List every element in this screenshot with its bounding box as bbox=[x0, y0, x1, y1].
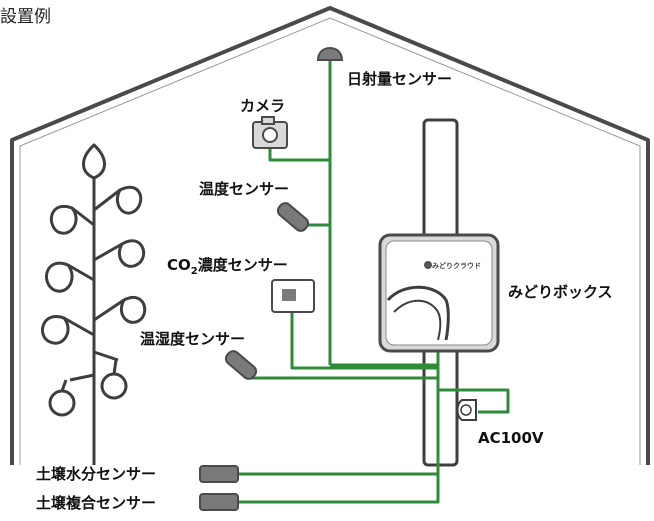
ac-plug-icon bbox=[456, 399, 477, 421]
camera-icon bbox=[252, 116, 288, 149]
box-brand-text: みどりクラウド bbox=[432, 262, 481, 270]
co2-suffix: 濃度センサー bbox=[197, 256, 288, 274]
page-title: 設置例 bbox=[0, 7, 51, 27]
soil-moisture-label: 土壌水分センサー bbox=[36, 465, 157, 483]
co2-subscript: 2 bbox=[190, 266, 198, 277]
greenhouse-inner-outline bbox=[19, 17, 641, 465]
plant-icon bbox=[41, 143, 147, 465]
humid-sensor-icon bbox=[224, 350, 258, 380]
soil-composite-sensor-icon bbox=[199, 493, 239, 511]
camera-label: カメラ bbox=[240, 97, 286, 115]
temp-sensor-label: 温度センサー bbox=[199, 180, 290, 198]
humid-sensor-label: 温湿度センサー bbox=[140, 330, 246, 348]
ac-label: AC100V bbox=[478, 429, 544, 447]
co2-sensor-icon bbox=[271, 279, 315, 313]
co2-sensor-label: CO2濃度センサー bbox=[167, 256, 288, 281]
midori-box-icon bbox=[378, 233, 500, 353]
midori-box-label: みどりボックス bbox=[508, 283, 613, 301]
soil-moisture-sensor-icon bbox=[199, 465, 239, 483]
co2-prefix: CO bbox=[167, 256, 191, 274]
temp-sensor-icon bbox=[276, 202, 310, 232]
sensor-wiring bbox=[236, 60, 510, 504]
solar-sensor-icon bbox=[316, 47, 344, 61]
soil-composite-label: 土壌複合センサー bbox=[36, 494, 157, 512]
greenhouse-outline bbox=[10, 6, 650, 465]
solar-sensor-label: 日射量センサー bbox=[347, 70, 453, 88]
